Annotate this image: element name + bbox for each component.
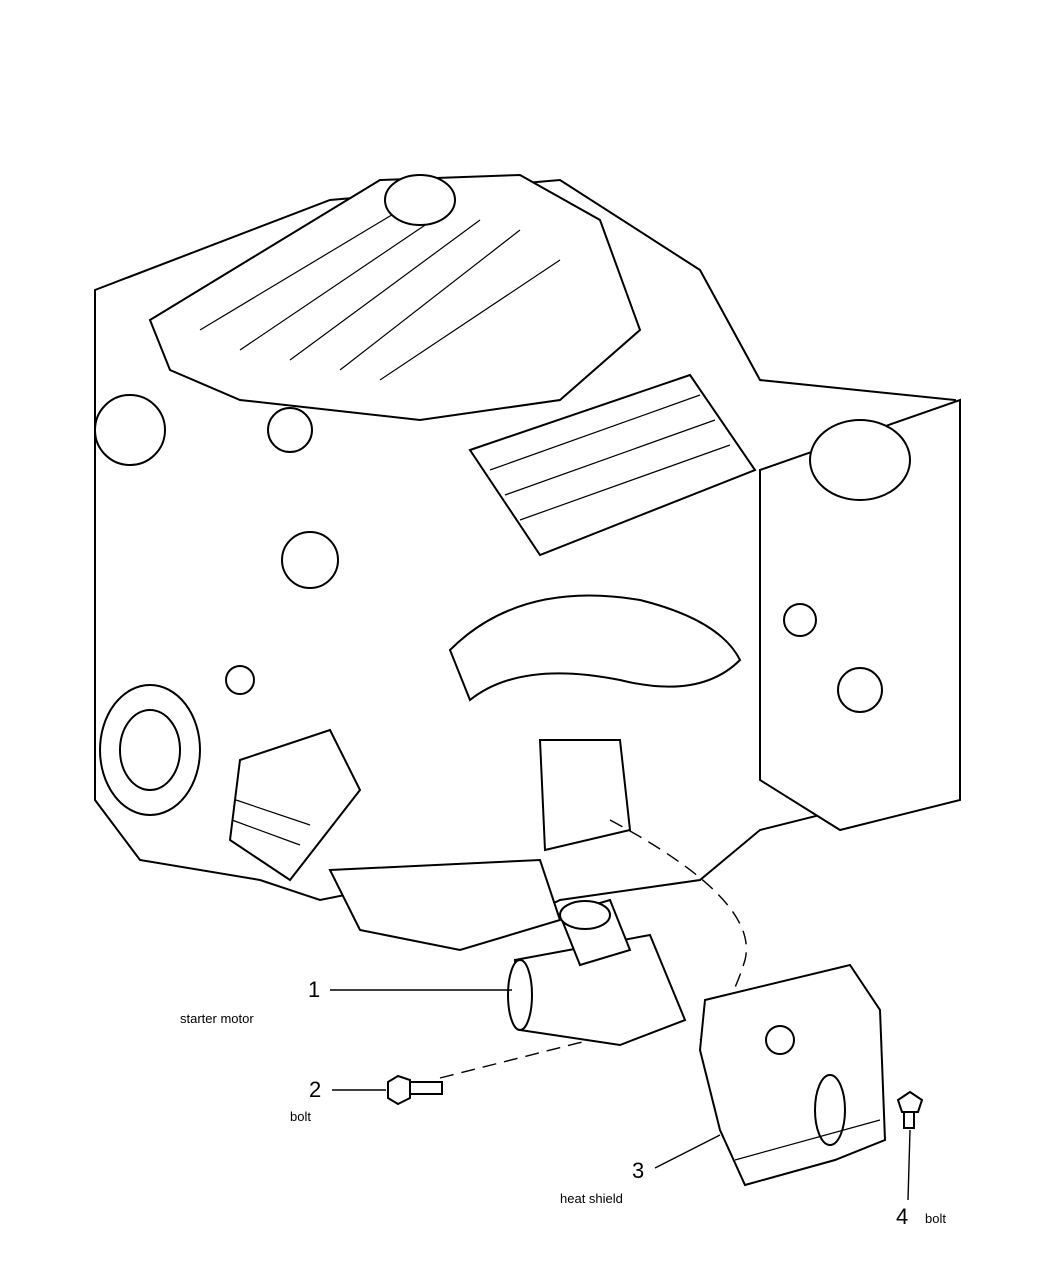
callout-4-part-name: bolt: [925, 1211, 946, 1226]
bolt-4: [896, 1090, 924, 1129]
callout-3: 3: [632, 1158, 645, 1183]
callout-1: 1: [308, 977, 321, 1002]
engine-assembly: [94, 173, 961, 952]
heat-shield: [698, 963, 887, 1187]
callout-2: 2: [309, 1077, 322, 1102]
callout-2-part-name: bolt: [290, 1109, 311, 1124]
leader-lines: [330, 989, 911, 1201]
starter-motor: [507, 898, 687, 1047]
install-path-bolt: [439, 1039, 591, 1079]
callout-3-part-name: heat shield: [560, 1191, 623, 1206]
callout-1-part-name: starter motor: [180, 1011, 254, 1026]
bolt-2: [387, 1074, 443, 1106]
callout-4: 4: [896, 1204, 909, 1229]
